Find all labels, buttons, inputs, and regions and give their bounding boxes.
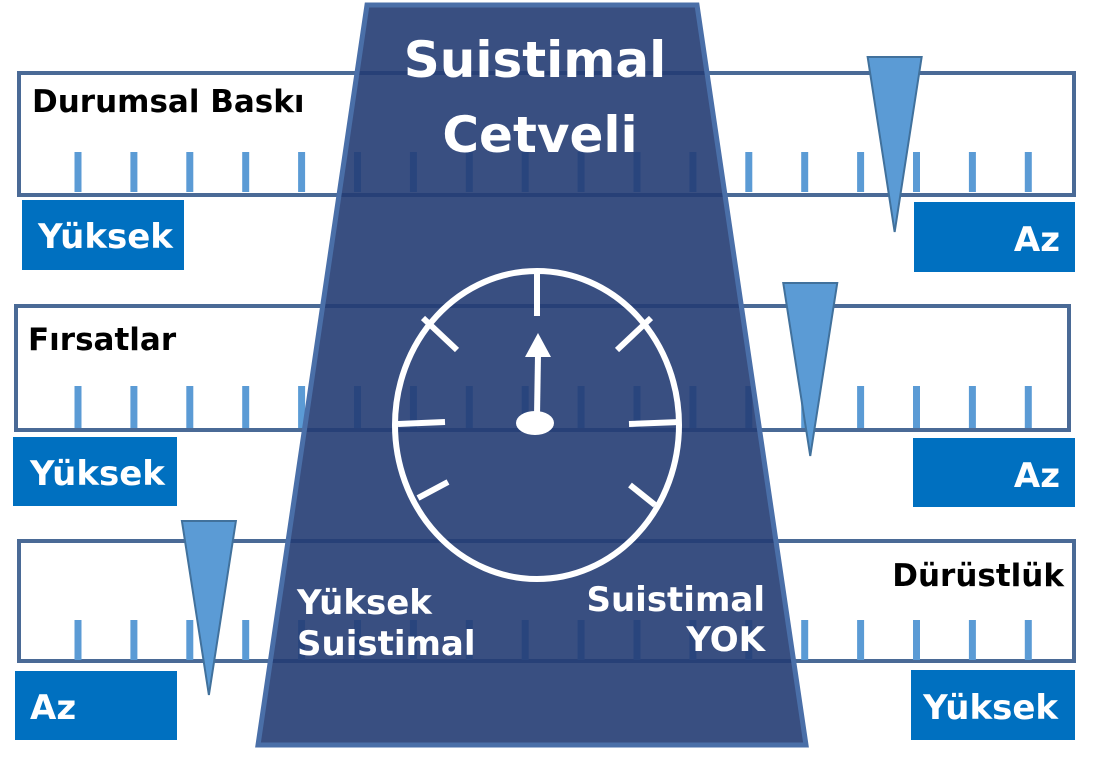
right-label-box bbox=[911, 670, 1075, 740]
ruler1-right-label: Az bbox=[1014, 220, 1060, 260]
left-label-box bbox=[15, 671, 177, 740]
ruler3-left-label: Az bbox=[30, 688, 76, 728]
ruler2-right-label: Az bbox=[1014, 456, 1060, 496]
ruler2-left-label: Yüksek bbox=[29, 454, 166, 494]
pointer-marker bbox=[180, 520, 238, 696]
ruler1-left-label: Yüksek bbox=[37, 217, 174, 257]
right-label-box bbox=[913, 438, 1075, 507]
ruler-label: Dürüstlük bbox=[892, 558, 1065, 594]
gauge-right-line2: YOK bbox=[685, 620, 766, 660]
pointer-marker bbox=[782, 282, 839, 457]
gauge-icon bbox=[392, 268, 682, 582]
title-line1: Suistimal bbox=[404, 31, 667, 89]
fraud-scale-body bbox=[255, 2, 809, 748]
gauge-right-line1: Suistimal bbox=[586, 580, 765, 620]
right-label-box bbox=[914, 202, 1075, 272]
gauge-left-line2: Suistimal bbox=[297, 624, 476, 664]
gauge-left-line1: Yüksek bbox=[296, 583, 433, 623]
ruler-label: Fırsatlar bbox=[28, 322, 177, 358]
ruler-label: Durumsal Baskı bbox=[32, 84, 305, 120]
left-label-box bbox=[13, 437, 177, 506]
ruler3-right-label: Yüksek bbox=[922, 688, 1059, 728]
left-label-box bbox=[22, 200, 184, 270]
title-line2: Cetveli bbox=[442, 106, 637, 164]
pointer-marker bbox=[866, 56, 923, 233]
